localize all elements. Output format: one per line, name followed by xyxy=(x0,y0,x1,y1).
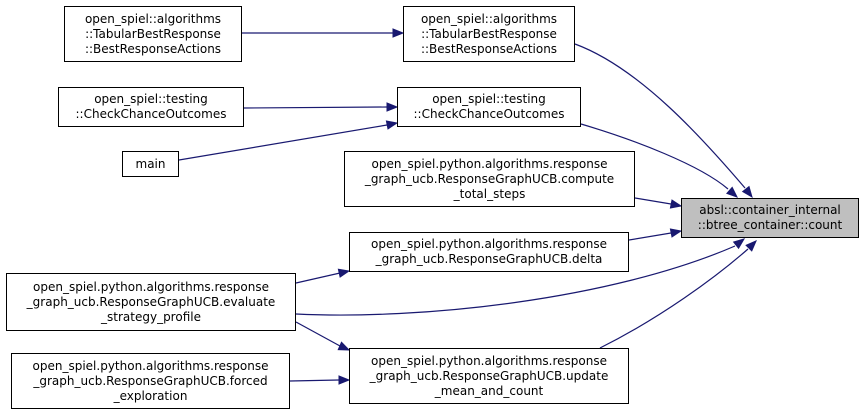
node-line: _total_steps xyxy=(453,186,526,201)
arrowhead-icon xyxy=(337,268,351,278)
call-edge xyxy=(634,197,672,205)
node-cco-right[interactable]: open_spiel::testing ::CheckChanceOutcome… xyxy=(397,87,581,127)
node-line: ::CheckChanceOutcomes xyxy=(413,107,565,121)
node-compute-total-steps[interactable]: open_spiel.python.algorithms.response _g… xyxy=(344,151,635,207)
node-line: ::TabularBestResponse xyxy=(85,26,221,41)
arrowhead-icon xyxy=(745,240,757,252)
node-cco-left[interactable]: open_spiel::testing ::CheckChanceOutcome… xyxy=(58,87,244,127)
call-edge xyxy=(295,245,736,316)
call-edge xyxy=(178,124,388,161)
call-edge xyxy=(628,232,672,241)
arrowhead-icon xyxy=(337,341,351,351)
node-delta[interactable]: open_spiel.python.algorithms.response _g… xyxy=(349,232,629,272)
arrowhead-icon xyxy=(338,375,351,385)
node-line: open_spiel.python.algorithms.response xyxy=(371,156,608,171)
node-tbr-left[interactable]: open_spiel::algorithms ::TabularBestResp… xyxy=(64,6,242,62)
node-line: _graph_ucb.ResponseGraphUCB.forced xyxy=(33,373,268,388)
node-line: open_spiel.python.algorithms.response xyxy=(371,237,607,251)
arrowhead-icon xyxy=(392,28,405,38)
node-update-mean-and-count[interactable]: open_spiel.python.algorithms.response _g… xyxy=(349,348,629,404)
call-edge xyxy=(295,272,341,284)
call-edge xyxy=(289,379,340,382)
call-edge xyxy=(599,248,749,349)
arrowhead-icon xyxy=(741,185,753,199)
call-edge xyxy=(580,123,729,190)
call-edge xyxy=(295,321,341,347)
node-line: _mean_and_count xyxy=(434,383,544,398)
node-line: open_spiel.python.algorithms.response xyxy=(32,358,269,373)
node-tbr-right[interactable]: open_spiel::algorithms ::TabularBestResp… xyxy=(403,6,575,62)
arrowhead-icon xyxy=(732,238,746,250)
node-line: _exploration xyxy=(113,388,188,403)
node-line: _strategy_profile xyxy=(101,309,201,324)
arrowhead-icon xyxy=(385,120,399,130)
node-line: ::BestResponseActions xyxy=(420,41,558,56)
node-line: _graph_ucb.ResponseGraphUCB.update xyxy=(369,368,609,383)
arrowhead-icon xyxy=(669,228,683,238)
node-line: ::BestResponseActions xyxy=(84,41,222,56)
node-line: open_spiel::testing xyxy=(94,92,208,106)
node-main[interactable]: main xyxy=(122,151,179,177)
call-edge xyxy=(574,43,746,189)
node-line: main xyxy=(135,156,166,171)
node-btree-container-count[interactable]: absl::container_internal ::btree_contain… xyxy=(681,198,859,238)
node-evaluate-strategy-profile[interactable]: open_spiel.python.algorithms.response _g… xyxy=(6,273,296,331)
node-forced-exploration[interactable]: open_spiel.python.algorithms.response _g… xyxy=(11,353,290,409)
node-line: open_spiel::testing xyxy=(432,92,546,106)
node-line: open_spiel::algorithms xyxy=(84,11,222,26)
node-line: absl::container_internal xyxy=(699,203,841,217)
node-line: open_spiel::algorithms xyxy=(420,11,558,26)
node-line: ::TabularBestResponse xyxy=(421,26,557,41)
node-line: _graph_ucb.ResponseGraphUCB.delta xyxy=(375,252,603,266)
arrowhead-icon xyxy=(386,102,399,112)
arrowhead-icon xyxy=(669,199,683,209)
arrowhead-icon xyxy=(726,186,739,198)
node-line: ::CheckChanceOutcomes xyxy=(75,107,227,121)
node-line: _graph_ucb.ResponseGraphUCB.compute xyxy=(364,171,615,186)
node-line: ::btree_container::count xyxy=(697,218,843,232)
call-edge xyxy=(243,106,388,109)
node-line: _graph_ucb.ResponseGraphUCB.evaluate xyxy=(26,294,276,309)
node-line: open_spiel.python.algorithms.response xyxy=(33,279,269,294)
node-line: open_spiel.python.algorithms.response xyxy=(371,353,607,368)
